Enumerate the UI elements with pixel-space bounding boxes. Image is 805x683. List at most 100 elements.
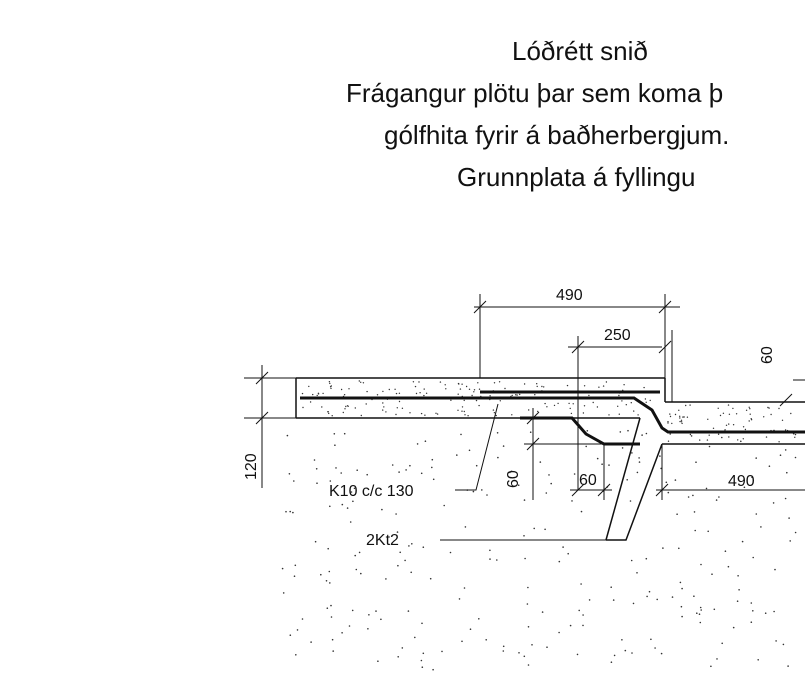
fill-hatching [281,380,797,671]
stipple-dot [778,407,780,410]
stipple-dot [420,472,423,475]
stipple-dot [289,510,292,513]
stipple-dot [794,531,797,534]
stipple-dot [786,471,788,474]
stipple-dot [580,510,583,513]
stipple-dot [724,429,726,431]
stipple-dot [322,392,324,395]
stipple-dot [745,409,748,411]
stipple-dot [412,381,415,383]
stipple-dot [695,461,697,464]
stipple-dot [557,402,559,405]
stipple-dot [460,433,462,436]
stipple-dot [496,432,499,434]
stipple-dot [416,443,419,445]
stipple-dot [481,489,483,491]
stipple-dot [366,473,369,476]
stipple-dot [526,603,529,605]
stipple-dot [478,618,480,620]
stipple-dot [367,628,369,630]
stipple-dot [422,546,425,548]
stipple-dot [509,471,511,474]
stipple-dot [331,638,334,641]
tick-120-bottom [255,411,269,425]
stipple-dot [629,500,632,502]
stipple-dot [568,402,570,405]
stipple-dot [415,392,418,395]
stipple-dot [395,513,397,515]
stipple-dot [528,409,530,411]
stipple-dot [295,654,297,656]
stipple-dot [358,380,360,382]
stipple-dot [637,414,639,416]
stipple-dot [497,456,499,459]
stipple-dot [310,641,312,643]
stipple-dot [636,572,638,574]
stipple-dot [524,557,526,560]
tick-490-lower-left [655,483,669,497]
stipple-dot [463,587,466,589]
stipple-dot [775,640,777,642]
stipple-dot [302,406,304,409]
stipple-dot [682,416,684,418]
stipple-dot [751,476,753,479]
stipple-dot [757,659,759,661]
stipple-dot [537,410,539,413]
stipple-dot [527,664,530,666]
stipple-dot [572,403,574,405]
dim-label-inner-offset: 250 [604,327,631,344]
stipple-dot [546,406,548,408]
stipple-dot [699,606,702,609]
stipple-dot [693,511,696,513]
stipple-dot [654,647,656,649]
stipple-dot [721,436,723,439]
stipple-dot [536,383,538,385]
stipple-dot [478,388,481,390]
tick-250-right [658,340,672,354]
stipple-dot [544,402,546,405]
stipple-dot [674,479,677,481]
stipple-dot [398,400,401,403]
label-mesh: K10 c/c 130 [329,483,414,500]
stipple-dot [401,647,404,649]
stipple-dot [656,598,658,601]
stipple-dot [472,490,475,493]
stipple-dot [293,575,296,577]
stipple-dot [645,401,647,403]
stipple-dot [794,456,797,459]
stipple-dot [478,404,480,407]
stipple-dot [385,411,387,413]
stipple-dot [401,488,403,490]
stipple-dot [728,436,730,438]
stipple-dot [716,658,718,660]
stipple-dot [787,665,789,667]
stipple-dot [362,382,365,384]
stipple-dot [294,564,297,567]
stipple-dot [638,457,640,459]
stipple-dot [749,413,751,415]
stipple-dot [471,394,473,397]
stipple-dot [464,414,466,416]
stipple-dot [580,583,582,585]
stipple-dot [423,388,425,390]
stipple-dot [352,500,354,503]
stipple-dot [382,402,384,404]
stipple-dot [741,540,744,543]
stipple-dot [698,613,701,615]
stipple-dot [534,394,536,396]
title-line-4: Grunnplata á fyllingu [457,162,696,192]
stipple-dot [789,540,791,542]
stipple-dot [404,559,406,562]
stipple-dot [475,399,478,402]
stipple-dot [329,480,332,482]
stipple-dot [527,586,529,589]
stipple-dot [772,502,775,504]
stipple-dot [316,394,318,397]
stipple-dot [778,441,780,443]
stipple-dot [473,391,475,393]
stipple-dot [624,649,627,652]
stipple-dot [631,452,633,454]
stipple-dot [583,385,586,387]
stipple-dot [680,419,683,421]
stipple-dot [710,665,712,668]
